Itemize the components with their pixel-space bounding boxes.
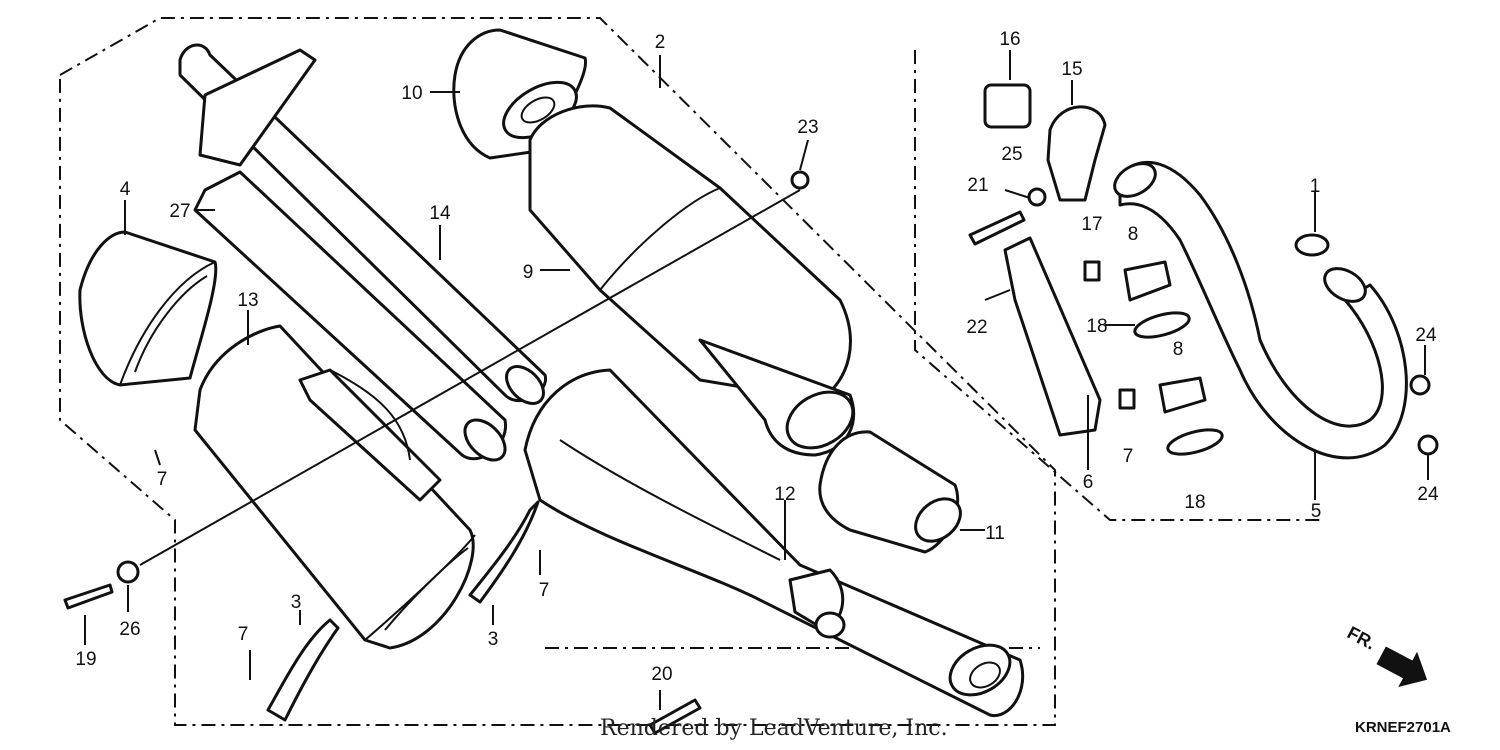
nut-part (1409, 374, 1431, 396)
bracket-part (1158, 376, 1207, 414)
inner-pipe-part (178, 43, 547, 462)
callout-label: 9 (523, 262, 534, 283)
callout-label: 15 (1061, 59, 1082, 80)
direction-arrow-icon: FR. (1344, 622, 1428, 688)
washer-part (1027, 187, 1047, 207)
callout-label: 7 (238, 624, 249, 645)
callout-label: 2 (655, 32, 666, 53)
clip-part (1118, 388, 1136, 410)
gasket-part (1294, 233, 1330, 257)
diagram-code: KRNEF2701A (1355, 719, 1451, 736)
callout-label: 7 (539, 580, 550, 601)
direction-label: FR. (1344, 622, 1379, 653)
callout-label: 8 (1173, 339, 1184, 360)
callout-label: 7 (157, 469, 168, 490)
band-part (1133, 311, 1191, 339)
callout-label: 23 (797, 117, 818, 138)
bolt-part (63, 583, 114, 610)
muffler-end-cap-icon (78, 230, 218, 387)
callout-label: 4 (120, 179, 131, 200)
bracket-part (266, 618, 340, 722)
callout-label: 16 (999, 29, 1020, 50)
callout-label: 3 (291, 592, 302, 613)
callout-label: 24 (1415, 325, 1437, 346)
callout-label: 10 (401, 83, 422, 104)
nut-part (1417, 434, 1439, 456)
clamp-part (1046, 105, 1107, 202)
callout-label: 12 (774, 484, 795, 505)
callout-label: 26 (119, 619, 140, 640)
callout-label: 18 (1184, 492, 1205, 513)
pipe-assembly-boundary (914, 50, 1320, 521)
small-cone-part (818, 430, 962, 554)
washer-part (116, 560, 140, 584)
callout-label: 27 (169, 201, 190, 222)
washer-part (790, 170, 810, 190)
callout-label: 22 (966, 317, 987, 338)
callout-label: 21 (967, 175, 988, 196)
band-part (1166, 428, 1224, 456)
heat-shield-part (1003, 236, 1102, 437)
callout-label: 1 (1310, 176, 1321, 197)
callout-label: 8 (1128, 224, 1139, 245)
callout-label: 5 (1311, 501, 1322, 522)
muffler-assembly-boundary (59, 17, 1056, 726)
callout-label: 6 (1083, 472, 1094, 493)
bracket-part (468, 500, 540, 604)
callout-label: 20 (651, 664, 672, 685)
bracket-part (1123, 260, 1172, 302)
bolt-part (968, 210, 1026, 246)
render-credit: Rendered by LeadVenture, Inc. (600, 716, 948, 741)
callout-label: 3 (488, 629, 499, 650)
callout-label: 7 (1123, 446, 1134, 467)
callout-label: 24 (1417, 484, 1439, 505)
bolt-part (648, 698, 702, 735)
callout-label: 25 (1001, 144, 1022, 165)
callout-label: 14 (429, 203, 451, 224)
clip-part (1083, 260, 1101, 282)
callout-label: 17 (1081, 214, 1102, 235)
callout-label: 18 (1086, 316, 1107, 337)
callout-label: 19 (75, 649, 96, 670)
callout-label: 11 (985, 523, 1005, 544)
collar-part (983, 83, 1032, 129)
exhaust-pipe-icon (1113, 160, 1408, 460)
outer-muffler-part (523, 368, 1025, 717)
callout-label: 13 (237, 290, 258, 311)
